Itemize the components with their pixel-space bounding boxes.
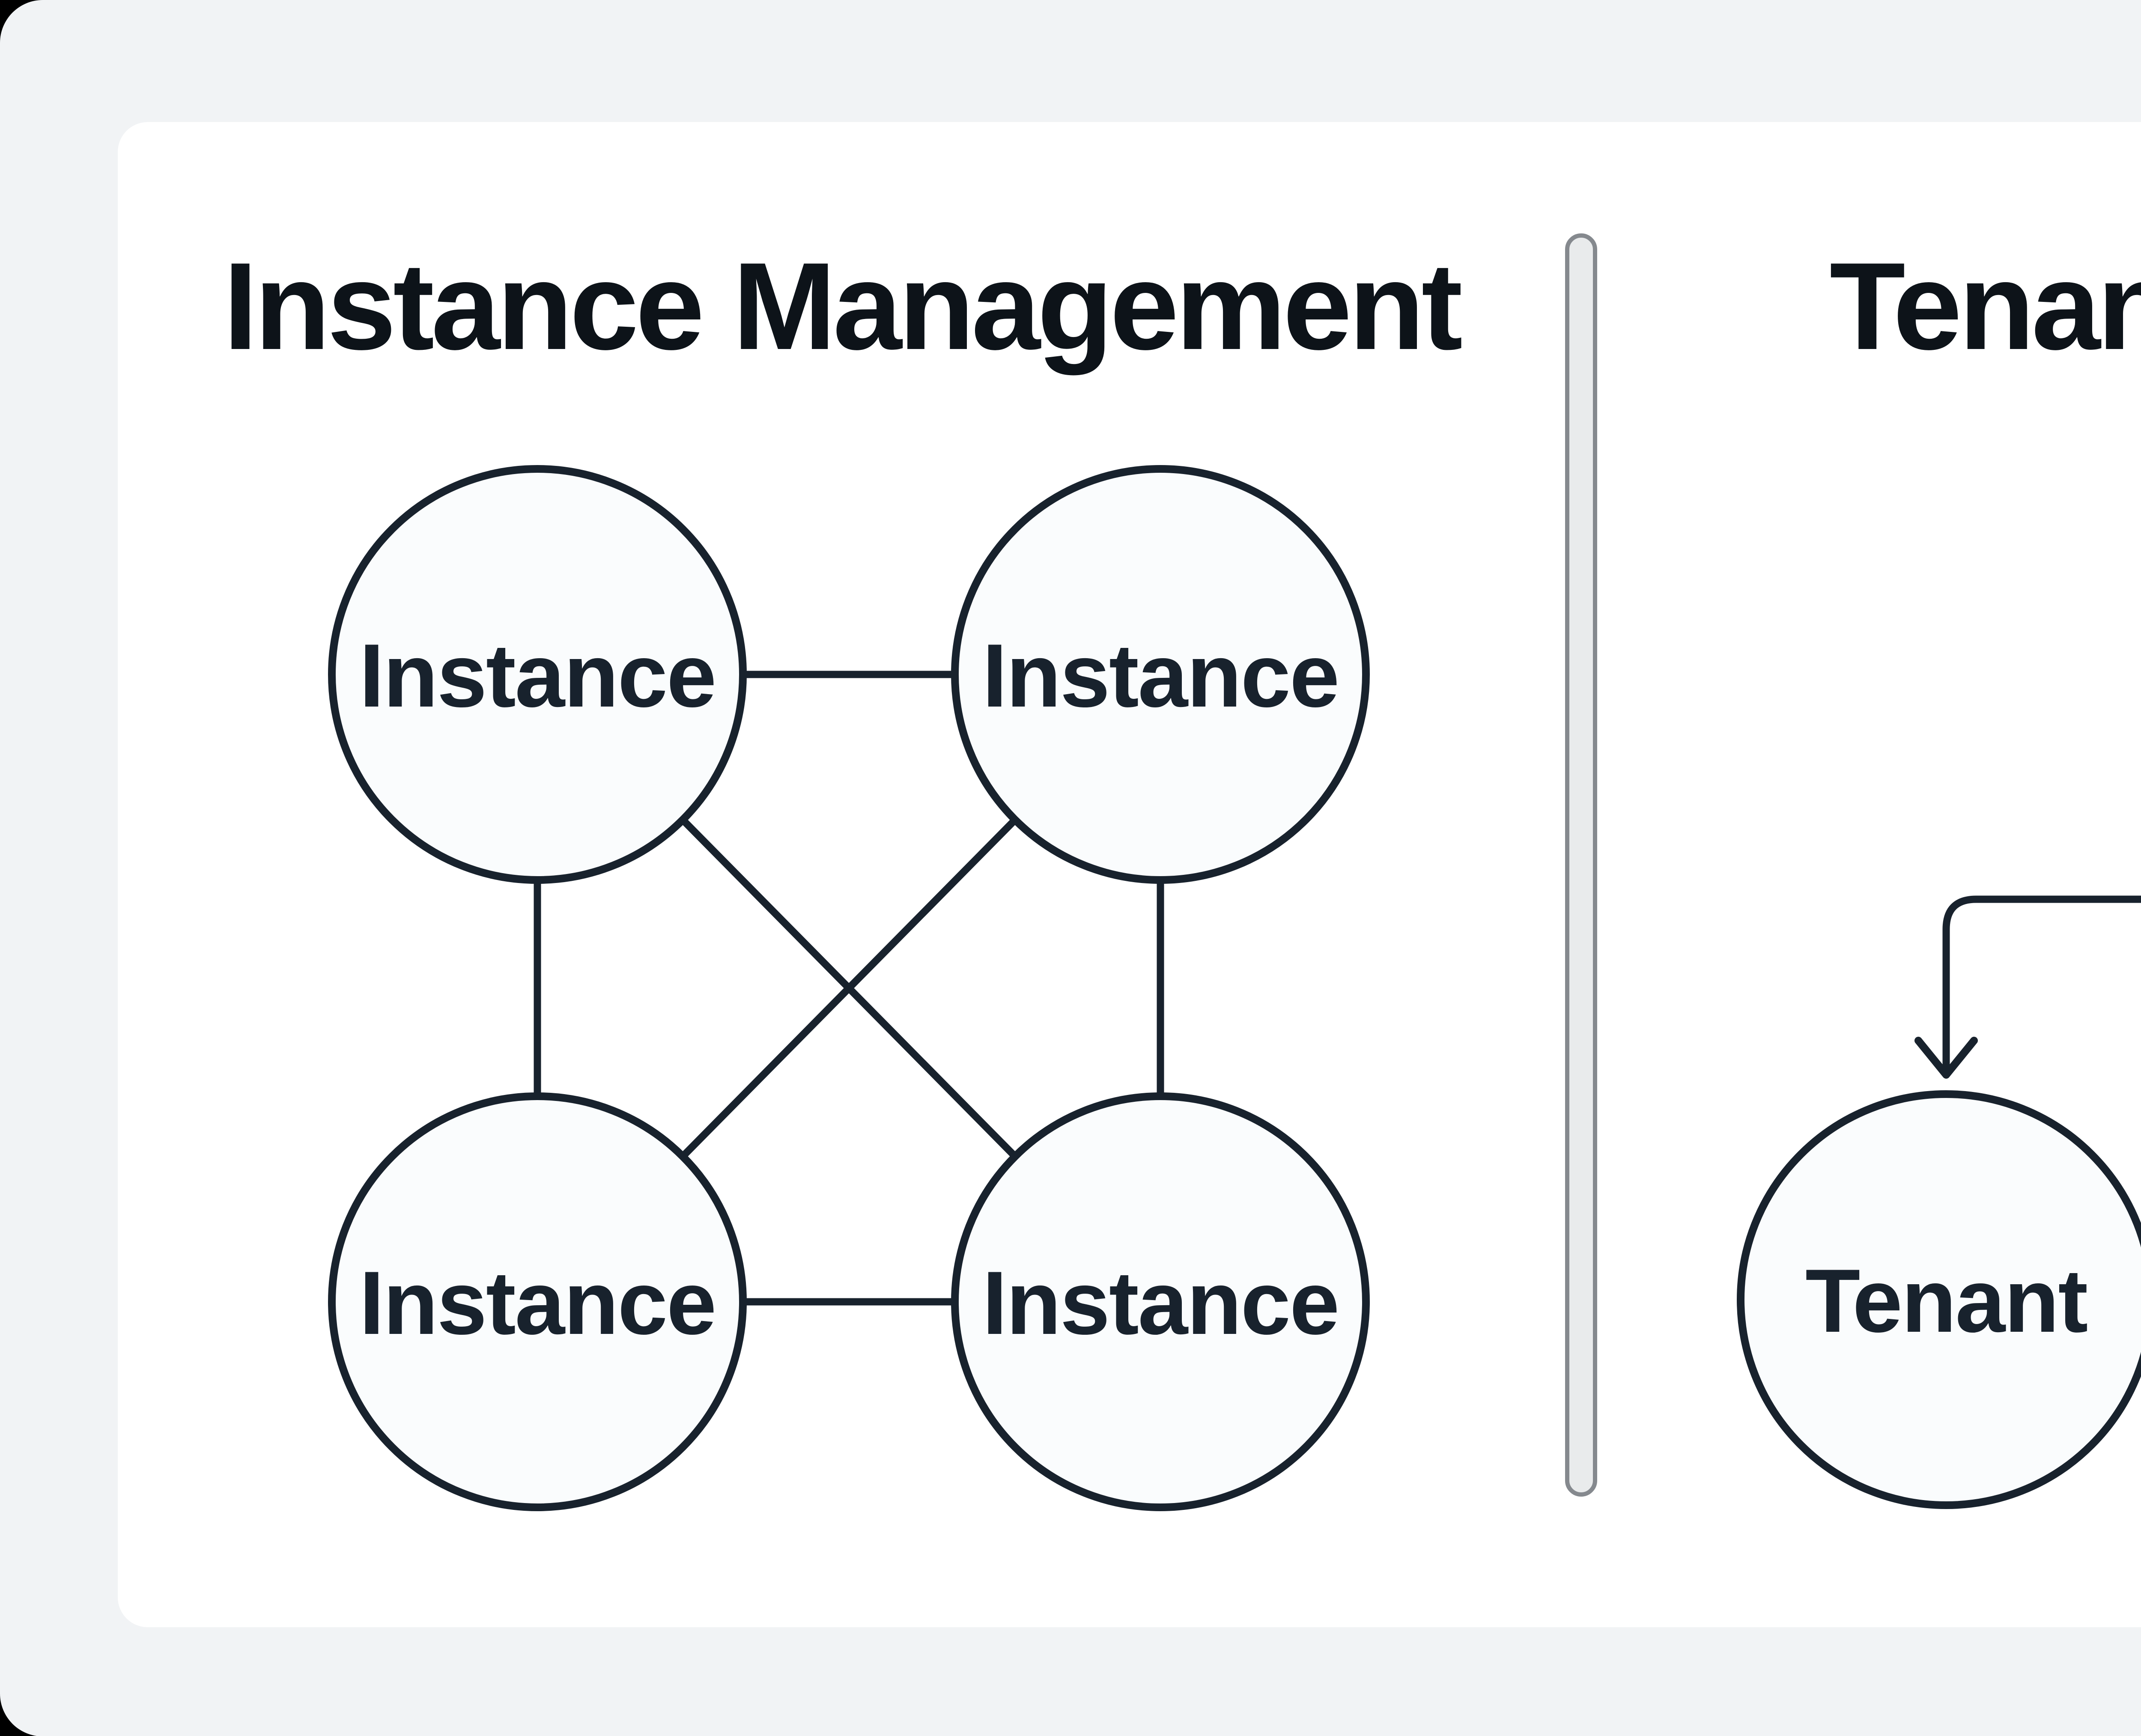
panel-divider — [1565, 233, 1597, 1497]
instance-panel-title: Instance Management — [223, 238, 1463, 377]
arrowhead-down-icon — [1914, 1037, 1978, 1079]
instance-node-label: Instance — [359, 625, 716, 726]
instance-mesh-diagram: Instance Instance Instance Instance — [328, 465, 1370, 1511]
content-card: Instance Management Tenant Management — [118, 122, 2141, 1627]
instance-node-label: Instance — [982, 625, 1339, 726]
tree-connector-branch — [1942, 895, 2141, 1070]
tenant-node-circle — [1737, 1090, 2141, 1509]
instance-node-label: Instance — [359, 1253, 716, 1353]
instance-node-circle — [951, 465, 1370, 884]
instance-node-label: Instance — [982, 1253, 1339, 1353]
tenant-node-label: Tenant — [1805, 1250, 2087, 1351]
instance-node-circle — [951, 1092, 1370, 1511]
tenant-panel-title: Tenant Management — [1829, 238, 2141, 377]
instance-edge-diagonal-trbl — [680, 817, 1018, 1159]
tenant-tree-diagram: Master Tenant Tenant Tenant — [1737, 895, 2141, 1509]
diagram-canvas: Instance Instance Instance Instance Mast… — [328, 465, 2141, 1511]
instance-node-circle — [328, 1092, 747, 1511]
instance-node-circle — [328, 465, 747, 884]
